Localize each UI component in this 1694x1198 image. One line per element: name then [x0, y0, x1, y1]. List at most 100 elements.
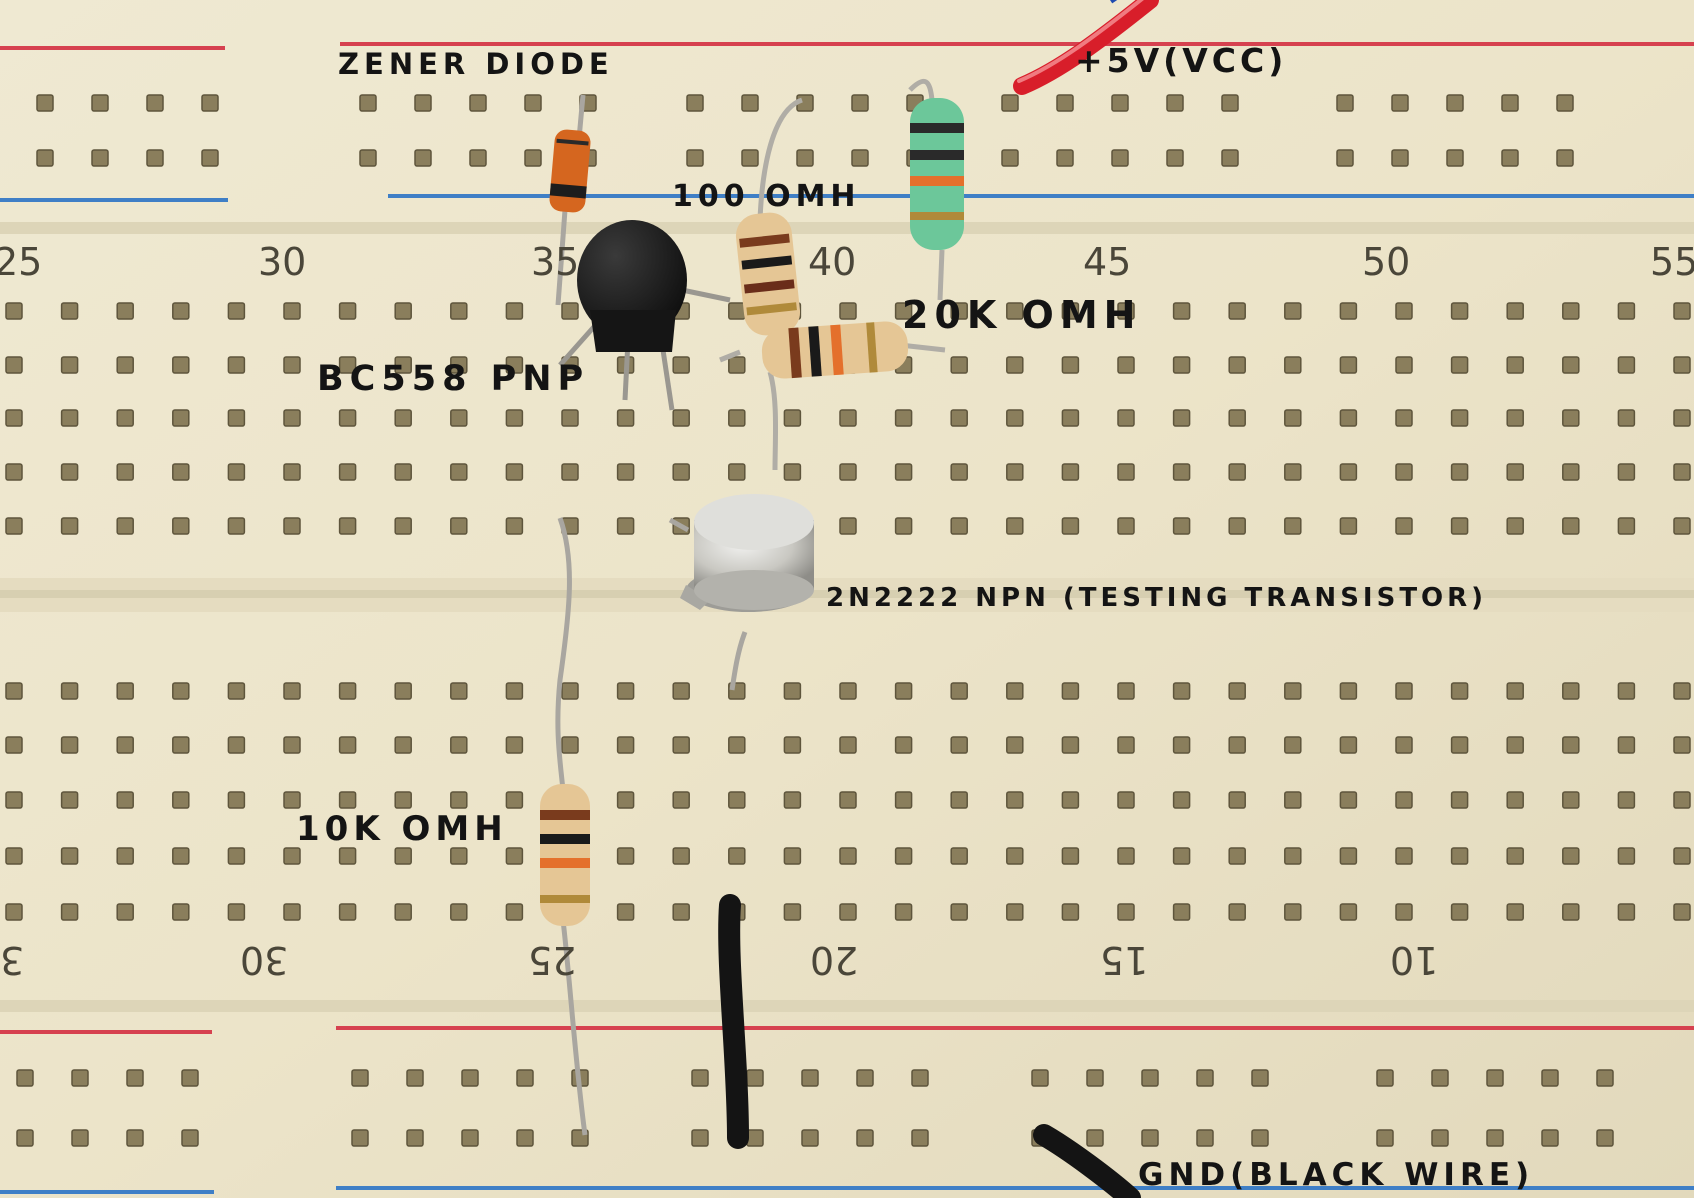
breadboard-hole — [116, 356, 134, 374]
breadboard-hole — [1486, 1069, 1504, 1087]
breadboard-hole — [5, 463, 23, 481]
breadboard-hole — [338, 791, 357, 809]
breadboard-hole — [60, 903, 79, 921]
breadboard-hole — [469, 149, 487, 167]
breadboard-hole — [1284, 409, 1302, 427]
breadboard-hole — [1228, 791, 1246, 809]
breadboard-hole — [616, 682, 635, 700]
breadboard-hole — [5, 409, 23, 427]
breadboard-hole — [1061, 463, 1080, 481]
breadboard-hole — [801, 1069, 819, 1087]
breadboard-hole — [283, 903, 301, 921]
breadboard-hole — [1506, 463, 1524, 481]
breadboard-hole — [1228, 847, 1246, 865]
column-number: 30 — [240, 938, 289, 982]
breadboard-hole — [839, 903, 857, 921]
breadboard-hole — [524, 94, 542, 112]
breadboard-hole — [60, 736, 79, 754]
breadboard-hole — [1673, 409, 1691, 427]
breadboard-hole — [1446, 149, 1464, 167]
breadboard-hole — [1486, 1129, 1504, 1147]
breadboard-hole — [672, 356, 690, 374]
column-number: 3 — [0, 938, 25, 982]
zener-diode — [549, 94, 591, 306]
breadboard-hole — [283, 847, 301, 865]
breadboard-hole — [1673, 791, 1691, 809]
breadboard-hole — [1284, 463, 1302, 481]
breadboard-hole — [1117, 682, 1135, 700]
breadboard-hole — [1450, 356, 1469, 374]
breadboard-hole — [911, 1129, 929, 1147]
breadboard-hole — [1506, 736, 1524, 754]
breadboard-hole — [561, 463, 579, 481]
breadboard-hole — [227, 463, 246, 481]
breadboard-hole — [1061, 517, 1080, 535]
breadboard-hole — [1166, 149, 1184, 167]
breadboard-hole — [1006, 463, 1024, 481]
breadboard-hole — [1172, 409, 1191, 427]
breadboard-hole — [359, 94, 377, 112]
column-number: 50 — [1362, 240, 1411, 284]
breadboard-hole — [1228, 463, 1246, 481]
breadboard-hole — [746, 1069, 764, 1087]
zener-diode-label: ZENER DIODE — [338, 47, 614, 81]
breadboard-hole — [338, 903, 357, 921]
breadboard-hole — [1141, 1129, 1159, 1147]
breadboard-hole — [1001, 149, 1019, 167]
breadboard-hole — [338, 517, 357, 535]
breadboard-hole — [1617, 409, 1636, 427]
breadboard-hole — [1506, 682, 1524, 700]
breadboard-hole — [1166, 94, 1184, 112]
breadboard-hole — [851, 94, 869, 112]
breadboard-hole — [1228, 682, 1246, 700]
breadboard-hole — [1172, 903, 1191, 921]
breadboard-hole — [505, 903, 524, 921]
breadboard-hole — [60, 682, 79, 700]
breadboard-hole — [1172, 847, 1191, 865]
breadboard-hole — [1562, 682, 1580, 700]
breadboard-hole — [839, 302, 857, 320]
breadboard-hole — [1376, 1069, 1394, 1087]
breadboard-hole — [1506, 847, 1524, 865]
breadboard-hole — [1228, 409, 1246, 427]
breadboard-hole — [359, 149, 377, 167]
column-number: 25 — [0, 240, 43, 284]
breadboard-hole — [227, 903, 246, 921]
breadboard-hole — [1336, 94, 1354, 112]
breadboard-hole — [1117, 517, 1135, 535]
breadboard-hole — [1673, 903, 1691, 921]
breadboard-hole — [1339, 736, 1358, 754]
breadboard-hole — [1284, 736, 1302, 754]
breadboard-hole — [561, 682, 579, 700]
gnd-label: GND(BLACK WIRE) — [1138, 1157, 1535, 1193]
breadboard-hole — [1617, 302, 1636, 320]
breadboard-hole — [1562, 409, 1580, 427]
breadboard-hole — [1031, 1069, 1049, 1087]
breadboard-hole — [1061, 736, 1080, 754]
breadboard-hole — [839, 682, 857, 700]
breadboard-hole — [338, 736, 357, 754]
breadboard-hole — [1006, 356, 1024, 374]
breadboard-hole — [616, 463, 635, 481]
breadboard-hole — [1395, 791, 1413, 809]
breadboard-hole — [338, 463, 357, 481]
breadboard-hole — [1501, 149, 1519, 167]
breadboard-hole — [116, 736, 134, 754]
breadboard-hole — [1506, 517, 1524, 535]
breadboard-hole — [5, 356, 23, 374]
breadboard-hole — [201, 94, 219, 112]
breadboard-hole — [1284, 356, 1302, 374]
vcc-label: +5V(VCC) — [1075, 41, 1288, 80]
breadboard-hole — [60, 517, 79, 535]
breadboard-hole — [1061, 302, 1080, 320]
breadboard-hole — [1284, 302, 1302, 320]
breadboard-hole — [283, 791, 301, 809]
breadboard-hole — [1395, 409, 1413, 427]
breadboard-hole — [839, 791, 857, 809]
breadboard-hole — [394, 517, 412, 535]
breadboard-hole — [450, 356, 468, 374]
2n2222-transistor — [668, 494, 814, 691]
breadboard-hole — [172, 463, 190, 481]
breadboard-hole — [1562, 356, 1580, 374]
